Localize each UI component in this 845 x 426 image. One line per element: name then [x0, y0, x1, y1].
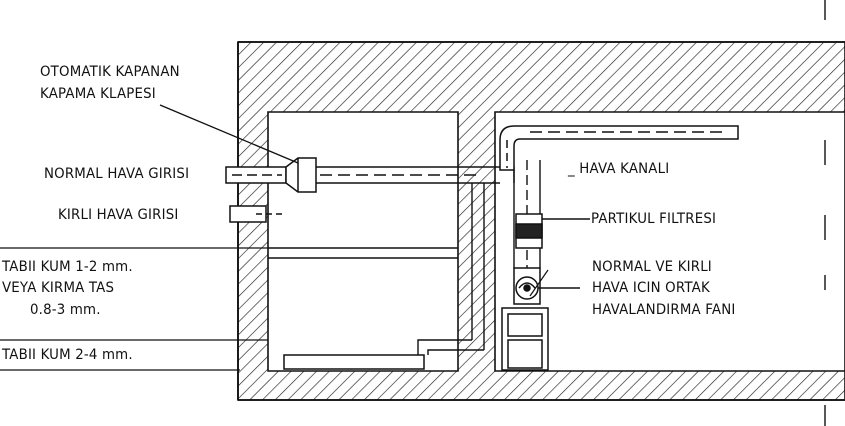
label-damper-line2: KAPAMA KLAPESI [40, 86, 156, 102]
dirty-air-inlet-pipe [229, 205, 285, 223]
leader-lines [0, 104, 299, 371]
particle-filter [515, 213, 590, 249]
label-sand1-line1: TABII KUM 1-2 mm. [2, 259, 133, 275]
label-particle-filter: PARTIKUL FILTRESI [591, 211, 717, 227]
label-sand2: TABII KUM 2-4 mm. [2, 347, 133, 363]
label-air-duct: _ HAVA KANALI [568, 161, 670, 177]
label-fan-line1: NORMAL VE KIRLI [592, 259, 712, 275]
label-sand1-line2: VEYA KIRMA TAS [2, 280, 115, 296]
label-dirty-intake: KIRLI HAVA GIRISI [58, 207, 179, 223]
label-fan-line3: HAVALANDIRMA FANI [592, 302, 736, 318]
label-sand1-line3: 0.8-3 mm. [30, 302, 101, 318]
upper-air-duct [499, 125, 739, 171]
label-fan-line2: HAVA ICIN ORTAK [592, 280, 710, 296]
fan-base [501, 307, 549, 371]
label-normal-intake: NORMAL HAVA GIRISI [44, 166, 190, 182]
label-damper-line1: OTOMATIK KAPANAN [40, 64, 180, 80]
collector-plate [283, 354, 425, 370]
sand-layers [268, 247, 458, 259]
ventilation-fan [513, 267, 580, 305]
closing-damper [285, 157, 317, 193]
